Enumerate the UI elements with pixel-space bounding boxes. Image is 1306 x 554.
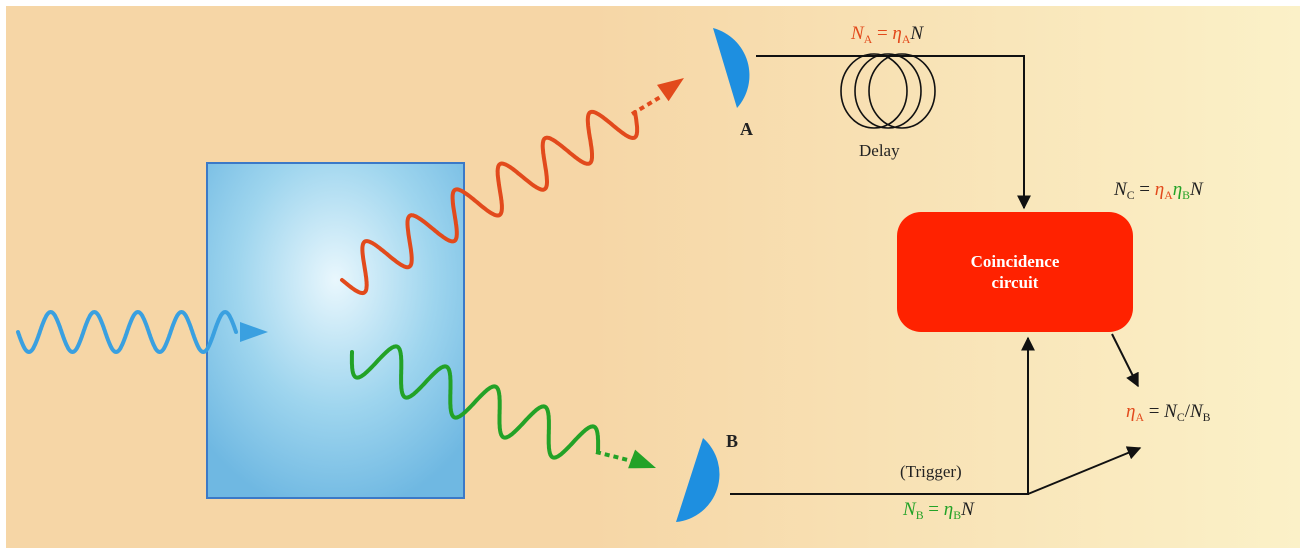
photon-b-arrowhead: [628, 449, 656, 469]
nc-eta-a: η: [1154, 179, 1165, 200]
trigger-output-arrow: [1027, 446, 1142, 495]
nc-n: N: [1190, 179, 1203, 200]
na-eta: η: [892, 23, 902, 44]
na-subscript: A: [863, 33, 873, 47]
equation-nb: NB = ηBN: [903, 500, 974, 522]
detector-b: [676, 438, 720, 522]
pump-arrowhead: [240, 322, 268, 342]
equation-na: NA = ηAN: [851, 24, 923, 46]
photon-a-wave: [340, 109, 640, 296]
coincidence-circuit: Coincidence circuit: [897, 212, 1133, 332]
detector-b-label: B: [726, 431, 739, 451]
eta-symbol: η: [1126, 401, 1136, 422]
eta-nb: N: [1189, 401, 1203, 422]
nb-symbol: N: [903, 499, 916, 520]
photon-a-lead: [630, 94, 664, 116]
nb-eta-subscript: B: [953, 509, 962, 523]
nb-eta: η: [943, 499, 954, 520]
na-n: N: [910, 23, 924, 44]
na-eta-subscript: A: [901, 33, 911, 47]
eta-nb-subscript: B: [1202, 411, 1211, 425]
circuit-label-line2: circuit: [991, 273, 1039, 292]
delay-label: Delay: [859, 141, 900, 160]
nc-eta-b-subscript: B: [1182, 189, 1190, 203]
nc-eta-a-subscript: A: [1164, 189, 1173, 203]
photon-b-lead: [595, 450, 633, 463]
eta-equals: =: [1148, 401, 1160, 422]
pump-photon-wave: [16, 309, 238, 355]
equation-eta: ηA = NC/NB: [1126, 402, 1211, 424]
wire-a-to-circuit: [756, 55, 1031, 210]
nb-n: N: [961, 499, 974, 520]
eta-subscript: A: [1135, 411, 1144, 425]
photon-a-arrowhead: [657, 78, 684, 102]
na-symbol: N: [851, 23, 864, 44]
eta-slash: /: [1184, 401, 1190, 422]
nc-eta-b: η: [1172, 179, 1183, 200]
nc-equals: =: [1139, 179, 1151, 200]
coincidence-output-arrow: [1111, 333, 1139, 388]
photon-b-wave: [349, 344, 601, 460]
detector-a-label: A: [740, 119, 753, 139]
nb-equals: =: [928, 499, 940, 520]
nb-subscript: B: [915, 509, 924, 523]
detector-a: [713, 28, 750, 108]
delay-coil: [840, 53, 936, 129]
trigger-label: (Trigger): [900, 462, 962, 481]
eta-nc: N: [1164, 401, 1177, 422]
equation-nc: NC = ηAηBN: [1114, 180, 1203, 202]
circuit-label-line1: Coincidence: [970, 251, 1060, 271]
na-equals: =: [876, 23, 888, 44]
eta-nc-subscript: C: [1176, 411, 1185, 425]
nc-subscript: C: [1126, 189, 1135, 203]
nc-symbol: N: [1114, 179, 1127, 200]
